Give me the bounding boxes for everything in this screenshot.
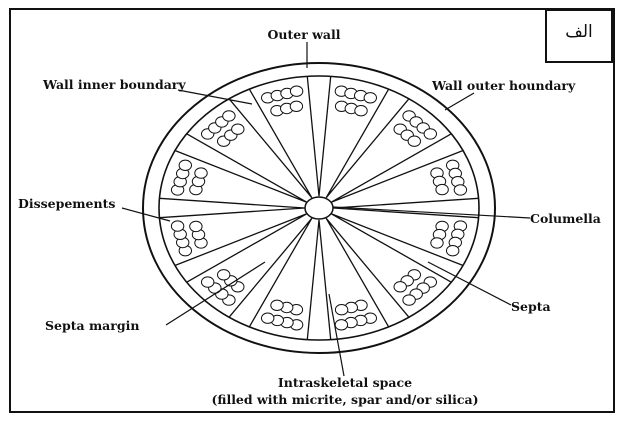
dissepement-bubble — [223, 111, 235, 121]
label-columella: Columella — [530, 211, 601, 226]
dissepement-bubble — [232, 124, 244, 134]
label-wall-outer-boundary: Wall outer houndary — [431, 78, 576, 93]
dissepement-bubble — [190, 221, 202, 231]
dissepement-bubble — [262, 313, 274, 323]
label-wall-inner-boundary: Wall inner boundary — [42, 77, 186, 92]
label-intraskeletal-space-detail: (filled with micrite, spar and/or silica… — [211, 392, 478, 407]
dissepement-bubble — [218, 270, 230, 280]
dissepement-bubble — [394, 282, 406, 292]
dissepement-bubble — [364, 93, 376, 103]
dissepement-bubble — [290, 101, 302, 111]
dissepement-bubble — [290, 86, 302, 96]
dissepement-bubble — [454, 185, 466, 195]
dissepement-bubble — [195, 168, 207, 178]
label-dissepements: Dissepements — [18, 196, 115, 211]
corner-label: الف — [565, 22, 593, 42]
dissepement-bubble — [424, 129, 436, 139]
dissepement-bubble — [447, 246, 459, 256]
dissepement-bubble — [431, 238, 443, 248]
dissepement-bubble — [179, 160, 191, 170]
dissepement-bubble — [355, 106, 367, 116]
columella — [305, 197, 333, 219]
dissepement-bubble — [335, 320, 347, 330]
dissepement-bubble — [171, 221, 183, 231]
label-outer-wall: Outer wall — [268, 27, 341, 42]
dissepement-bubble — [335, 305, 347, 315]
dissepement-bubble — [408, 136, 420, 146]
label-septa: Septa — [511, 299, 551, 314]
dissepement-bubble — [403, 295, 415, 305]
label-intraskeletal-space: Intraskeletal space — [278, 375, 412, 390]
dissepement-bubble — [271, 300, 283, 310]
label-septa-margin: Septa margin — [45, 318, 139, 333]
dissepement-bubble — [202, 277, 214, 287]
dissepement-bubble — [436, 184, 448, 194]
